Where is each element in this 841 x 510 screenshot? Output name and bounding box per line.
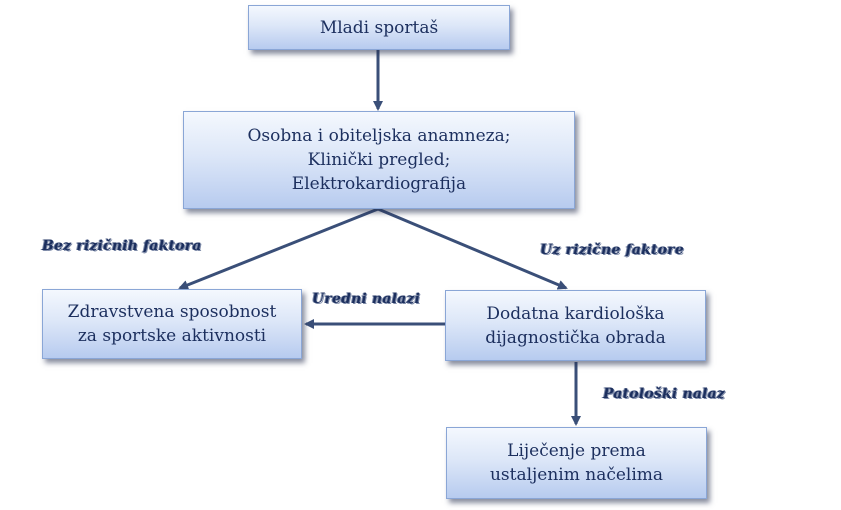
node-screening: Osobna i obiteljska anamneza; Klinički p… [183, 111, 575, 209]
node-additional-workup: Dodatna kardiološka dijagnostička obrada [445, 290, 706, 361]
label-pathological-finding: Patološki nalaz [603, 386, 726, 402]
node-sports-fitness: Zdravstvena sposobnost za sportske aktiv… [42, 289, 302, 359]
node-treatment: Liječenje prema ustaljenim načelima [446, 427, 707, 499]
label-normal-findings: Uredni nalazi [312, 291, 421, 307]
node-young-athlete-line-1: Mladi sportaš [319, 17, 439, 38]
node-sports-fitness-line-1: Zdravstvena sposobnost [67, 302, 277, 322]
node-young-athlete: Mladi sportaš [248, 5, 510, 50]
arrow-screening-to-fitness [178, 207, 379, 290]
node-treatment-line-1: Liječenje prema [507, 441, 646, 461]
node-screening-line-3: Elektrokardiografija [291, 174, 467, 194]
arrow-screening-to-workup [377, 207, 568, 290]
node-sports-fitness-line-2: za sportske aktivnosti [77, 326, 267, 346]
node-screening-line-1: Osobna i obiteljska anamneza; [247, 126, 511, 146]
label-with-risk-factors: Uz rizične faktore [540, 242, 684, 258]
node-screening-line-2: Klinički pregled; [307, 150, 451, 170]
node-additional-workup-line-2: dijagnostička obrada [485, 327, 666, 348]
node-additional-workup-line-1: Dodatna kardiološka [486, 303, 665, 324]
label-no-risk-factors: Bez rizičnih faktora [42, 238, 202, 254]
node-treatment-line-2: ustaljenim načelima [489, 465, 664, 485]
